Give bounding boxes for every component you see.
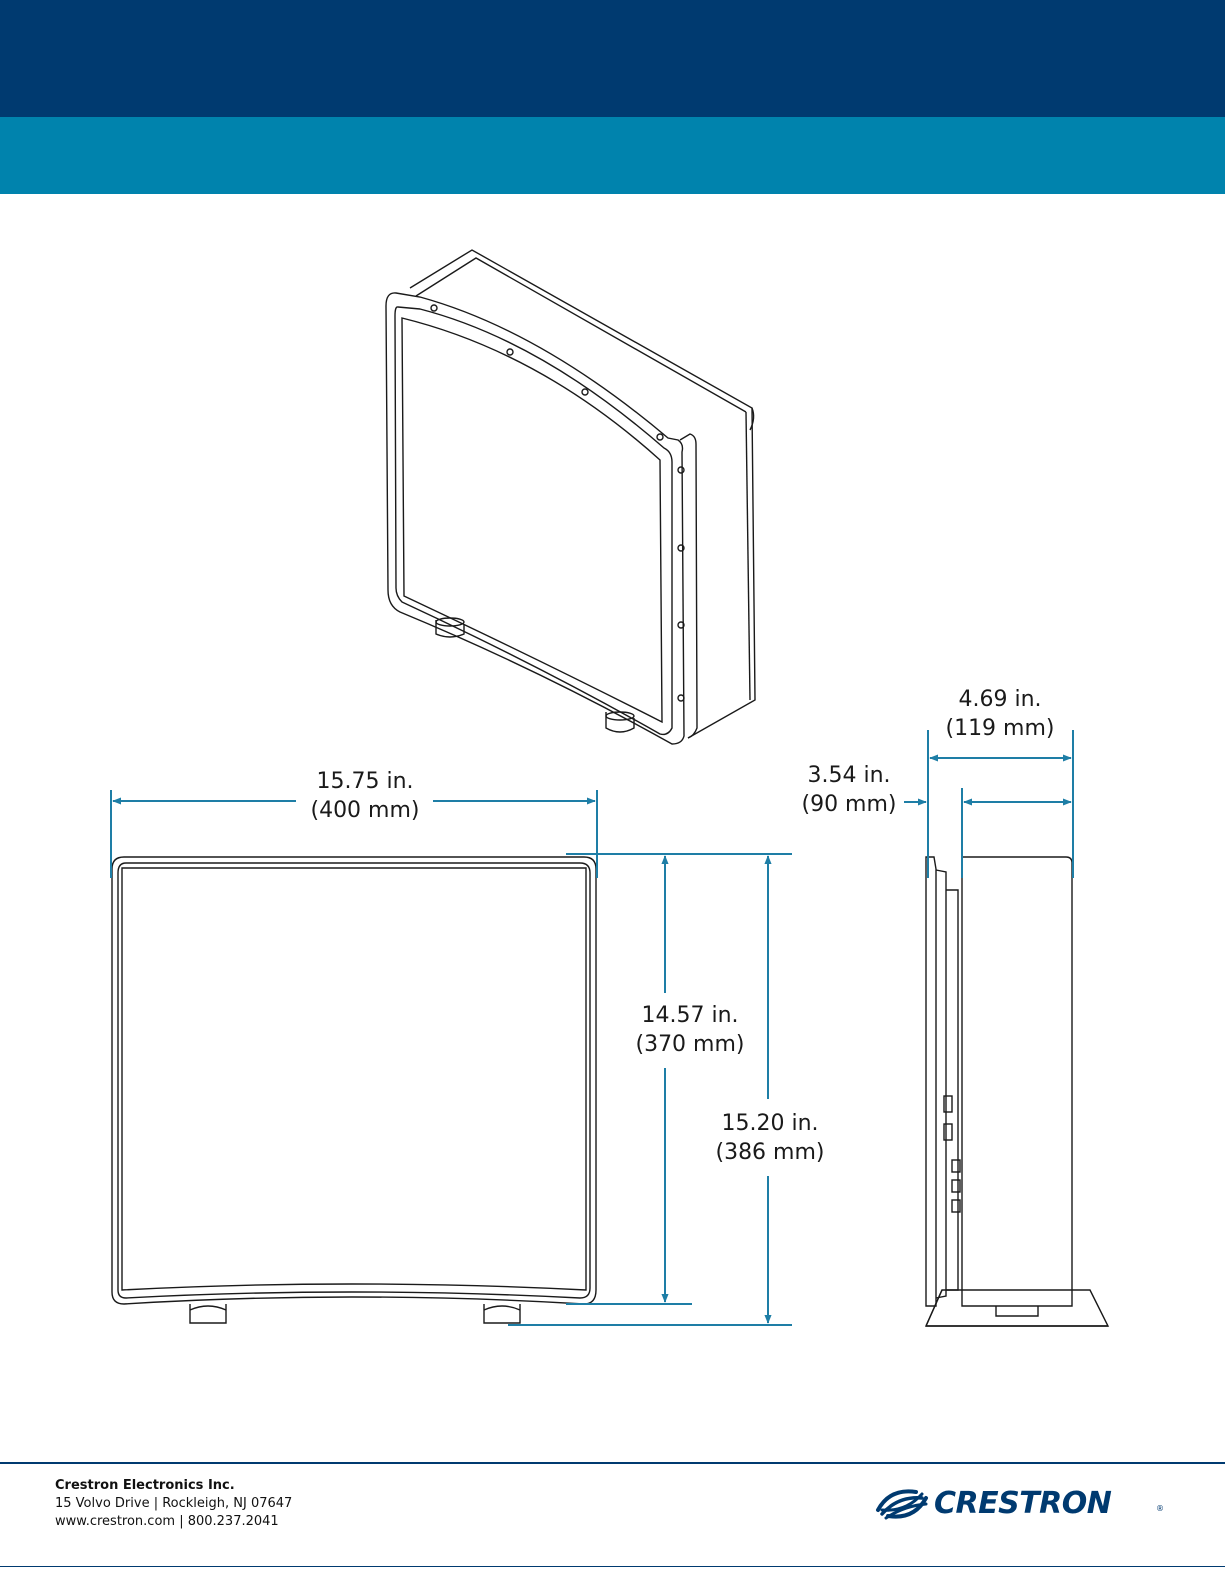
front-view [112, 857, 596, 1323]
company-contact: www.crestron.com | 800.237.2041 [55, 1513, 292, 1531]
side-view [926, 857, 1108, 1326]
company-name: Crestron Electronics Inc. [55, 1477, 292, 1495]
footer-bottom-divider [0, 1566, 1225, 1567]
bezel-height-label-mm: (370 mm) [635, 1032, 744, 1057]
total-height-label-in: 15.20 in. [721, 1111, 818, 1136]
company-info: Crestron Electronics Inc. 15 Volvo Drive… [55, 1477, 292, 1531]
width-label-mm: (400 mm) [310, 798, 419, 823]
crestron-swirl-icon [872, 1484, 932, 1524]
bezel-height-label-in: 14.57 in. [641, 1003, 738, 1028]
width-label-in: 15.75 in. [316, 769, 413, 794]
footer-divider [0, 1462, 1225, 1464]
isometric-view [386, 250, 755, 744]
body-depth-label-in: 3.54 in. [807, 763, 890, 788]
dimension-lines [111, 730, 1073, 1325]
total-height-label-mm: (386 mm) [715, 1140, 824, 1165]
body-depth-label-mm: (90 mm) [801, 792, 896, 817]
crestron-logo: CRESTRON ® [872, 1484, 1172, 1524]
logo-wordmark: CRESTRON [934, 1486, 1111, 1521]
company-address: 15 Volvo Drive | Rockleigh, NJ 07647 [55, 1495, 292, 1513]
total-depth-label-mm: (119 mm) [945, 716, 1054, 741]
total-depth-label-in: 4.69 in. [958, 687, 1041, 712]
logo-registered-mark: ® [1156, 1504, 1164, 1513]
